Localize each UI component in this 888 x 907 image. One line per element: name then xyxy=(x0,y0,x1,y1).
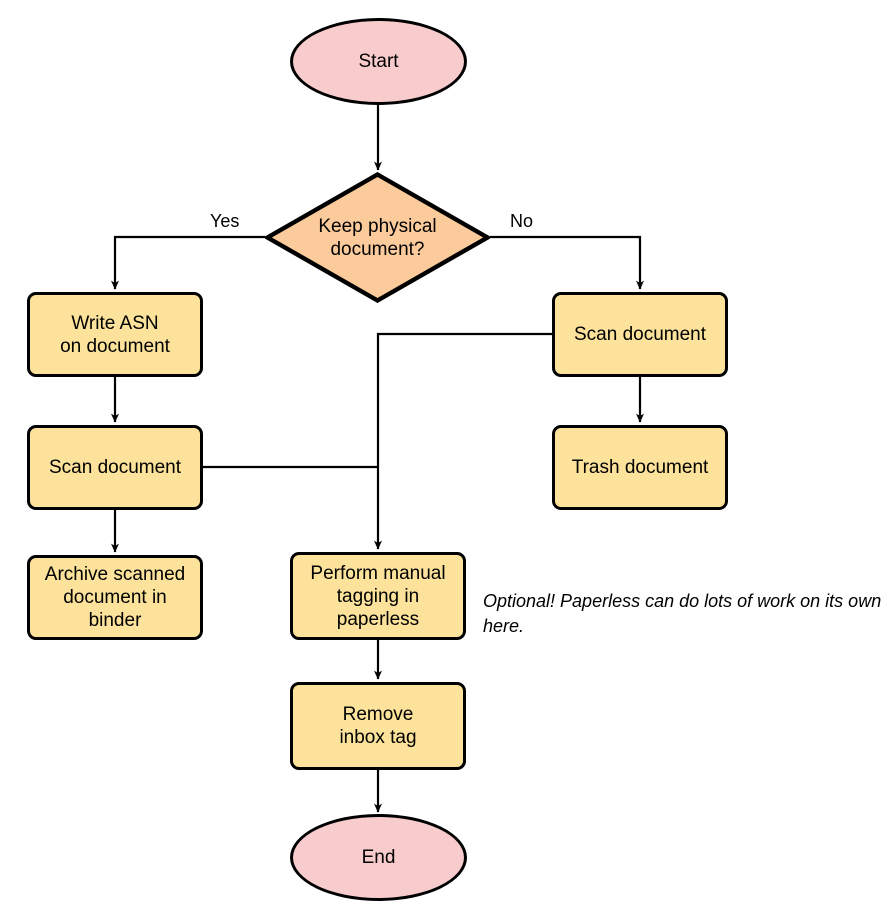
annotation-optional-note: Optional! Paperless can do lots of work … xyxy=(483,589,883,639)
node-write-asn[interactable]: Write ASN on document xyxy=(27,292,203,377)
node-trash-document-label: Trash document xyxy=(571,457,709,478)
node-decision-keep-physical-label: Keep physical document? xyxy=(318,215,437,260)
node-scan-document-left-label: Scan document xyxy=(48,457,182,478)
edge-decision-no-to-scan-right xyxy=(490,235,644,290)
node-scan-document-left[interactable]: Scan document xyxy=(27,425,203,510)
node-scan-document-right[interactable]: Scan document xyxy=(552,292,728,377)
edge-scan-right-to-manual-tagging xyxy=(374,332,552,550)
edge-label-yes: Yes xyxy=(210,211,239,231)
node-archive-binder-label: Archive scanned document in binder xyxy=(44,564,186,631)
edge-label-yes-text: Yes xyxy=(210,211,240,231)
node-write-asn-label: Write ASN on document xyxy=(60,312,170,357)
node-start-label: Start xyxy=(358,51,399,72)
edge-label-no-text: No xyxy=(510,211,534,231)
node-scan-document-right-label: Scan document xyxy=(573,324,707,345)
node-archive-binder[interactable]: Archive scanned document in binder xyxy=(27,555,203,640)
node-manual-tagging-label: Perform manual tagging in paperless xyxy=(310,562,446,630)
node-decision-keep-physical[interactable]: Keep physical document? xyxy=(265,172,490,303)
edge-label-no: No xyxy=(510,211,533,231)
node-remove-inbox-tag[interactable]: Remove inbox tag xyxy=(290,682,466,770)
node-manual-tagging[interactable]: Perform manual tagging in paperless xyxy=(290,552,466,640)
node-remove-inbox-tag-label: Remove inbox tag xyxy=(339,704,417,748)
edge-decision-yes-to-write-asn xyxy=(111,235,265,290)
node-end-label: End xyxy=(361,847,396,868)
diamond-shape-icon xyxy=(265,172,490,303)
node-trash-document[interactable]: Trash document xyxy=(552,425,728,510)
node-end[interactable]: End xyxy=(290,814,467,901)
node-start[interactable]: Start xyxy=(290,18,467,105)
annotation-optional-note-text: Optional! Paperless can do lots of work … xyxy=(483,591,882,636)
